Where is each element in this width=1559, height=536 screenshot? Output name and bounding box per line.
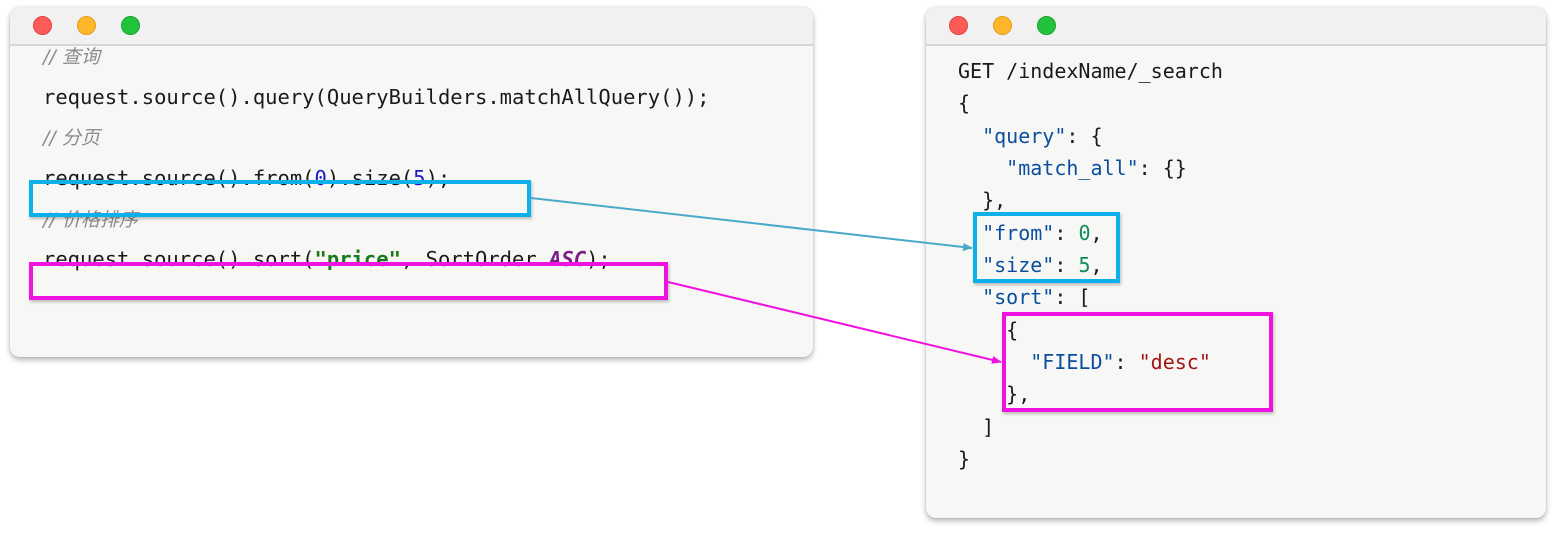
code-token: 5 [1078, 252, 1091, 277]
code-token: 5 [413, 166, 426, 190]
code-token: }, [958, 188, 1007, 213]
code-token: "size" [982, 252, 1055, 277]
code-token: : { [1066, 123, 1103, 148]
minimize-icon[interactable] [77, 16, 96, 35]
code-token: }, [958, 382, 1031, 407]
code-token: request.source().from( [43, 166, 315, 190]
code-token: : [ [1054, 285, 1091, 310]
code-token: : {} [1138, 155, 1187, 180]
code-line: request.source().sort("price", SortOrder… [43, 247, 611, 271]
code-comment: // 分页 [43, 125, 100, 150]
code-token: : [1114, 349, 1139, 374]
title-bar [926, 7, 1546, 46]
code-token: } [958, 446, 971, 471]
code-token: { [958, 317, 1019, 342]
code-token: request.source().sort( [43, 247, 315, 271]
code-token: "desc" [1138, 349, 1211, 374]
code-token: 0 [314, 166, 327, 190]
code-line: "query": { [958, 123, 1103, 148]
code-token: request.source().query(QueryBuilders.mat… [43, 85, 710, 109]
close-icon[interactable] [949, 16, 968, 35]
code-token: : [1054, 252, 1079, 277]
code-token: { [958, 91, 971, 116]
code-line: { [958, 91, 970, 115]
pagination-highlight-right [973, 212, 1120, 283]
close-icon[interactable] [33, 16, 52, 35]
code-token: "sort" [982, 285, 1055, 310]
code-token: "query" [982, 123, 1067, 148]
code-token: ); [425, 166, 451, 190]
code-token: "price" [314, 247, 401, 271]
code-token: "FIELD" [1030, 349, 1115, 374]
maximize-icon[interactable] [1037, 16, 1056, 35]
code-line: "sort": [ [958, 285, 1090, 309]
code-line: GET /indexName/_search [958, 59, 1223, 83]
code-line: "FIELD": "desc" [958, 350, 1211, 374]
sort-highlight-left [29, 262, 668, 300]
maximize-icon[interactable] [121, 16, 140, 35]
code-line: "match_all": {} [958, 156, 1187, 180]
title-bar [10, 7, 813, 46]
code-line: ] [958, 415, 994, 439]
code-token: , SortOrder. [400, 247, 550, 271]
code-line: }, [958, 188, 1006, 212]
comment-text: // 查询 [43, 46, 100, 68]
sort-highlight-right [1002, 312, 1273, 412]
code-token [958, 156, 1006, 180]
dsl-query-window: GET /indexName/_search { "query": { "matc… [926, 7, 1546, 518]
code-line: "size": 5, [958, 252, 1103, 277]
code-token: 0 [1078, 220, 1091, 245]
code-token: "match_all" [1006, 155, 1139, 180]
code-line: "from": 0, [958, 220, 1103, 245]
code-token [958, 124, 982, 148]
code-token: "from" [982, 220, 1055, 245]
code-token: ); [586, 247, 611, 271]
pagination-highlight-left [29, 180, 531, 217]
code-token: ).size( [326, 166, 414, 190]
minimize-icon[interactable] [993, 16, 1012, 35]
code-line: { [958, 318, 1018, 342]
code-token: , [1090, 220, 1103, 245]
code-token: GET /indexName/_search [958, 59, 1223, 83]
code-line: } [958, 447, 970, 471]
comment-text: // 分页 [43, 127, 100, 149]
code-token [958, 285, 982, 309]
code-token: : [1054, 220, 1079, 245]
code-line: }, [958, 382, 1030, 406]
code-token: , [1090, 252, 1103, 277]
code-comment: // 查询 [43, 44, 100, 69]
code-token: ASC [549, 247, 587, 271]
code-line: request.source().query(QueryBuilders.mat… [43, 85, 709, 109]
code-token: ] [958, 414, 995, 439]
code-line: request.source().from(0).size(5); [43, 166, 450, 190]
